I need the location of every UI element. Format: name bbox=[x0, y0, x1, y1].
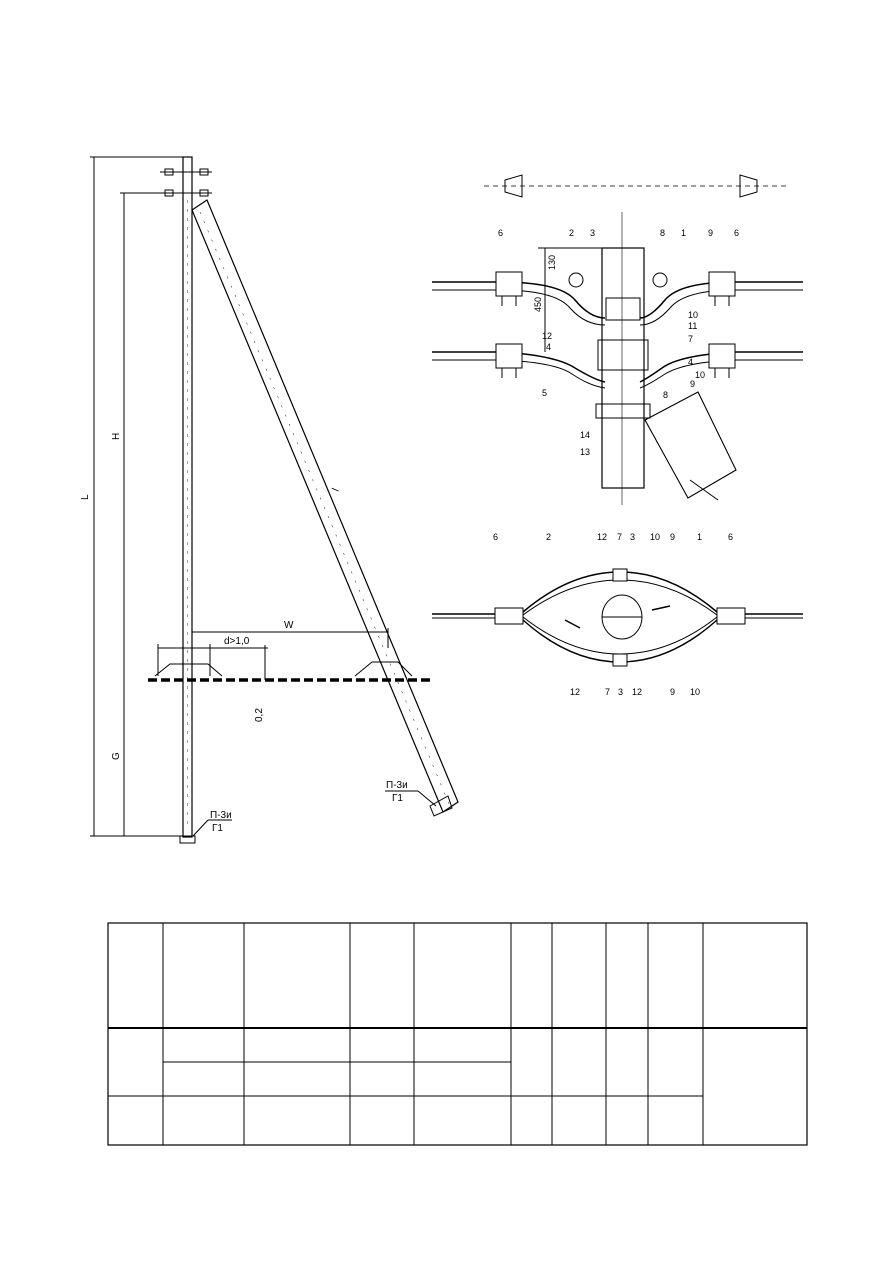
callout: 12 bbox=[542, 331, 552, 341]
plan-callouts: 6 2 12 7 3 10 9 1 6 12 7 3 12 9 10 bbox=[493, 532, 733, 697]
pole-assembly-drawing: L H G W d>1,0 0,2 l П-3и Г1 П-3и Г1 bbox=[80, 156, 459, 844]
callout: 10 bbox=[650, 532, 660, 542]
strut-base bbox=[429, 795, 453, 817]
tag-left-top: П-3и bbox=[210, 810, 232, 821]
callout: 12 bbox=[570, 687, 580, 697]
dimension-H-label: H bbox=[111, 433, 122, 440]
callout: 10 bbox=[695, 370, 705, 380]
callout: 8 bbox=[663, 390, 668, 400]
crossarm-plan-detail bbox=[432, 568, 803, 667]
pole-insulator-top bbox=[160, 168, 212, 176]
callout: 7 bbox=[688, 334, 693, 344]
callout: 7 bbox=[617, 532, 622, 542]
crossarm-elevation-detail: 130 450 bbox=[432, 212, 803, 505]
dimension-l-label: l bbox=[331, 487, 342, 493]
dimension-G-label: G bbox=[111, 752, 122, 760]
callout: 6 bbox=[734, 228, 739, 238]
callout: 7 bbox=[605, 687, 610, 697]
specification-table bbox=[107, 922, 808, 1146]
strut bbox=[191, 199, 459, 813]
tag-left-bottom: Г1 bbox=[212, 823, 223, 834]
dimension-L-label: L bbox=[80, 494, 91, 500]
callout: 13 bbox=[580, 447, 590, 457]
callout: 5 bbox=[542, 388, 547, 398]
callout: 9 bbox=[670, 532, 675, 542]
dimension-450-label: 450 bbox=[533, 297, 543, 312]
callout: 6 bbox=[728, 532, 733, 542]
callout: 2 bbox=[569, 228, 574, 238]
callout: 4 bbox=[688, 357, 693, 367]
tag-right-bottom: Г1 bbox=[392, 793, 403, 804]
callout: 3 bbox=[618, 687, 623, 697]
dimension-02-label: 0,2 bbox=[254, 708, 265, 722]
callout: 9 bbox=[670, 687, 675, 697]
callout: 12 bbox=[632, 687, 642, 697]
callout: 9 bbox=[708, 228, 713, 238]
callout: 2 bbox=[546, 532, 551, 542]
line-direction-sketch bbox=[484, 174, 790, 198]
tag-right-top: П-3и bbox=[386, 780, 408, 791]
callout: 14 bbox=[580, 430, 590, 440]
dimension-W-label: W bbox=[284, 620, 294, 631]
callout: 10 bbox=[690, 687, 700, 697]
dimension-130-label: 130 bbox=[547, 255, 557, 270]
dimension-d-label: d>1,0 bbox=[224, 636, 250, 647]
callout: 3 bbox=[630, 532, 635, 542]
callout: 11 bbox=[688, 321, 697, 331]
pole-base bbox=[179, 835, 196, 844]
callout: 6 bbox=[493, 532, 498, 542]
main-pole bbox=[182, 156, 193, 838]
elevation-callouts: 6 2 3 8 1 9 6 10 11 12 7 4 4 5 10 9 8 14… bbox=[498, 228, 739, 457]
callout: 6 bbox=[498, 228, 503, 238]
callout: 4 bbox=[546, 342, 551, 352]
callout: 1 bbox=[681, 228, 686, 238]
callout: 12 bbox=[597, 532, 607, 542]
callout: 8 bbox=[660, 228, 665, 238]
callout: 1 bbox=[697, 532, 702, 542]
callout: 9 bbox=[690, 379, 695, 389]
callout: 3 bbox=[590, 228, 595, 238]
callout: 10 bbox=[688, 310, 698, 320]
